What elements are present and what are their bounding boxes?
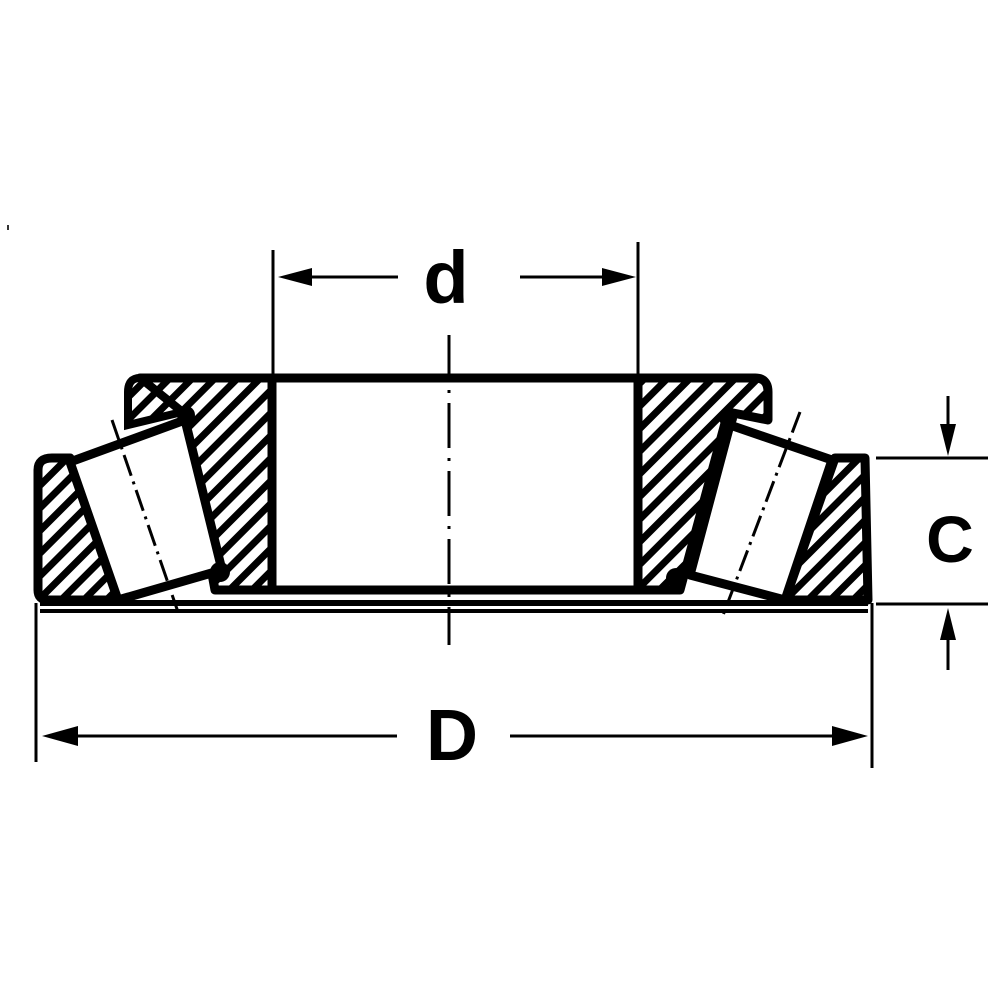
arrow-right-icon (832, 726, 868, 746)
arrow-left-icon (42, 726, 78, 746)
bore-outline (267, 373, 643, 595)
dimension-label-C: C (926, 502, 974, 576)
right-cone-section (633, 373, 773, 595)
dimension-bore-d: d (271, 236, 640, 378)
arrow-up-icon (940, 608, 956, 640)
arrow-down-icon (940, 424, 956, 456)
dimension-label-d: d (423, 236, 468, 319)
left-cone-section (124, 373, 277, 595)
arrow-right-icon (602, 268, 636, 286)
scan-speck (7, 225, 9, 230)
dimension-width-C: C (876, 396, 988, 670)
dimension-label-D: D (426, 696, 478, 776)
base-line (40, 600, 868, 613)
arrow-left-icon (278, 268, 312, 286)
dimension-outer-D: D (34, 603, 874, 776)
left-roller (65, 406, 230, 613)
